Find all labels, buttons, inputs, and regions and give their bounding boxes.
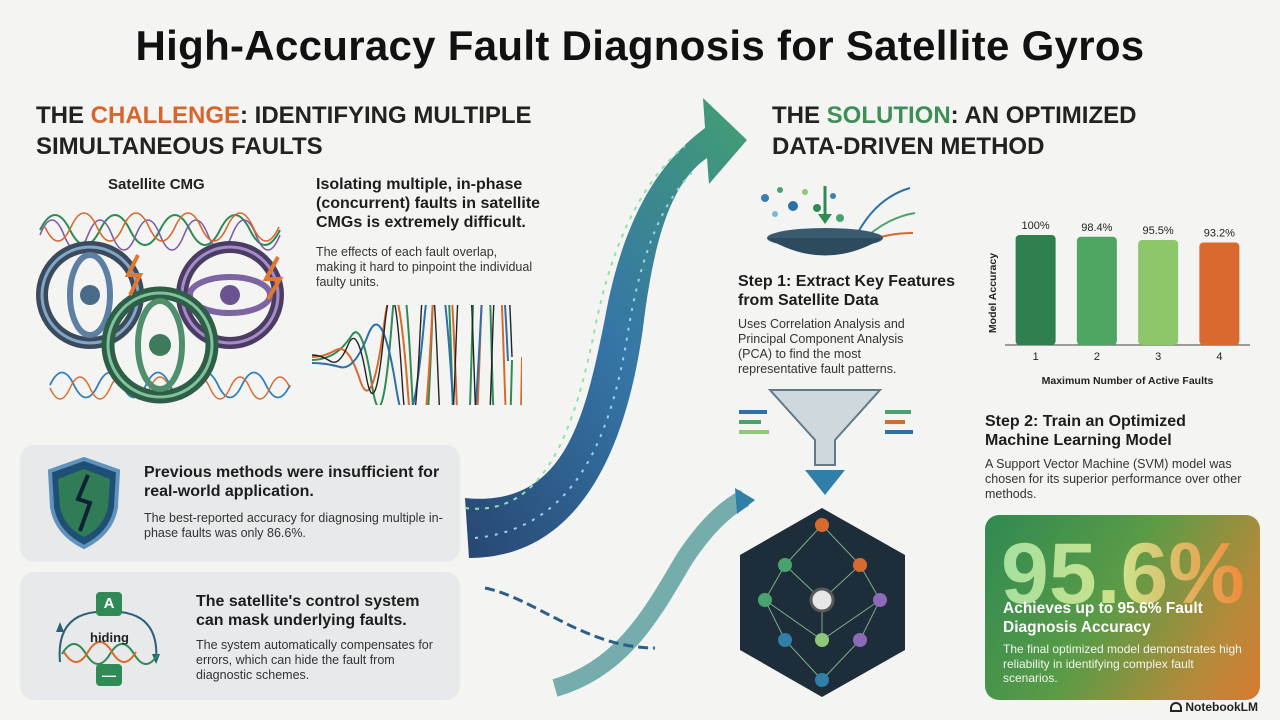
notebooklm-logo: NotebookLM: [1170, 700, 1258, 714]
x-tick-label: 2: [1094, 351, 1100, 363]
x-tick-label: 4: [1216, 351, 1222, 363]
bar-1: [1015, 235, 1056, 345]
branding-text: NotebookLM: [1185, 700, 1258, 714]
feature-extraction-icon: [761, 186, 916, 256]
challenge-heading: THE CHALLENGE: IDENTIFYING MULTIPLE SIMU…: [36, 100, 596, 162]
fault-bolt-icon-2: [262, 256, 284, 301]
notebooklm-icon: [1170, 702, 1182, 712]
solution-heading-prefix: THE: [772, 102, 827, 129]
step2-title: Step 2: Train an Optimized Machine Learn…: [985, 413, 1186, 449]
broken-shield-icon: [47, 456, 121, 550]
solution-heading-highlight: SOLUTION: [826, 102, 951, 129]
step2-text: A Support Vector Machine (SVM) model was…: [985, 457, 1242, 501]
feedback-loop-icon: [56, 611, 160, 665]
result-text: The final optimized model demonstrates h…: [1003, 642, 1242, 685]
neural-network-icon: [740, 508, 905, 697]
bar-value-label: 95.5%: [1143, 225, 1174, 237]
previous-methods-card: Previous methods were insufficient for r…: [20, 445, 460, 562]
solution-heading: THE SOLUTION: AN OPTIMIZED DATA-DRIVEN M…: [772, 100, 1252, 162]
page-title: High-Accuracy Fault Diagnosis for Satell…: [135, 22, 1145, 69]
bar-value-label: 98.4%: [1081, 222, 1112, 234]
control-masking-card: A hiding — The satellite's control syste…: [20, 572, 460, 700]
bar-value-label: 100%: [1022, 220, 1050, 232]
gyro-icon-2: [176, 241, 284, 349]
chart-ylabel: Model Accuracy: [987, 252, 999, 334]
bar-4: [1199, 242, 1240, 345]
challenge-heading-line2: SIMULTANEOUS FAULTS: [36, 133, 323, 160]
card1-text: The best-reported accuracy for diagnosin…: [144, 511, 443, 540]
challenge-heading-rest: : IDENTIFYING MULTIPLE: [240, 102, 532, 129]
card2-title: The satellite's control system can mask …: [196, 593, 420, 629]
accuracy-chart: Model Accuracy 100% 1 98.4% 2 95.5% 3 93.2% 4 M…: [975, 205, 1250, 395]
result-headline: Achieves up to 95.6% Fault Diagnosis Acc…: [1003, 600, 1203, 636]
bar-3: [1138, 239, 1179, 345]
step1-text: Uses Correlation Analysis and Principal …: [738, 317, 905, 376]
fault-bolt-icon: [124, 254, 144, 296]
overlap-text: The effects of each fault overlap, makin…: [316, 245, 533, 289]
chart-xlabel: Maximum Number of Active Faults: [1041, 375, 1214, 387]
signal-wave-orange: [44, 212, 280, 242]
accuracy-big-number: 95.6%: [1001, 526, 1245, 622]
gyro-icon-1: [36, 241, 144, 349]
result-card: 95.6% Achieves up to 95.6% Fault Diagnos…: [985, 515, 1260, 700]
x-tick-label: 1: [1033, 351, 1039, 363]
solution-heading-line2: DATA-DRIVEN METHOD: [772, 133, 1045, 160]
gyro-icon-3: [101, 286, 219, 404]
overlap-wave-illustration: [312, 305, 522, 405]
cmg-label: Satellite CMG: [108, 176, 205, 193]
solution-heading-rest: : AN OPTIMIZED: [950, 102, 1137, 129]
masking-loop-icon: A hiding —: [48, 592, 168, 686]
minus-badge: —: [96, 664, 122, 686]
funnel-icon: [739, 389, 913, 495]
data-flow-arrow-graphic: [464, 98, 755, 697]
hiding-label: hiding: [90, 630, 129, 645]
step1-title: Step 1: Extract Key Features from Satell…: [738, 273, 955, 309]
challenge-heading-highlight: CHALLENGE: [90, 102, 241, 129]
card1-title: Previous methods were insufficient for r…: [144, 464, 440, 500]
x-tick-label: 3: [1155, 351, 1161, 363]
challenge-heading-prefix: THE: [36, 102, 91, 129]
system-a-badge: A: [96, 592, 122, 616]
isolating-text: Isolating multiple, in-phase (concurrent…: [316, 176, 541, 231]
bar-2: [1076, 236, 1117, 345]
card2-text: The system automatically compensates for…: [196, 638, 433, 682]
chart-plot-area: 100% 1 98.4% 2 95.5% 3 93.2% 4: [1005, 220, 1250, 363]
bar-value-label: 93.2%: [1204, 227, 1235, 239]
gyro-illustration: [36, 212, 291, 404]
